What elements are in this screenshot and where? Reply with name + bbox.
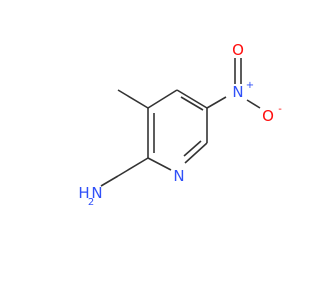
amine-hydrogen-count: 2 bbox=[88, 197, 94, 208]
bond-c4-c5-inner bbox=[180, 96, 204, 111]
nitro-oxygen-top-label: O bbox=[232, 41, 244, 59]
nitro-oxygen-right-label: O bbox=[262, 107, 274, 125]
bond-ch2-n bbox=[100, 175, 119, 187]
bond-c6-n1 bbox=[184, 142, 208, 164]
bond-nitro-o-right bbox=[246, 99, 261, 109]
bond-n1-c2 bbox=[147, 157, 172, 171]
ring-nitrogen-label: N bbox=[173, 167, 184, 185]
molecule-structure: N N + O O - N H 2 bbox=[78, 41, 282, 208]
atom-labels: N N + O O - N H 2 bbox=[78, 41, 282, 208]
nitro-oxygen-right-charge: - bbox=[278, 104, 282, 115]
bond-c6-n1-inner bbox=[183, 140, 202, 157]
molecule-canvas: N N + O O - N H 2 bbox=[78, 41, 282, 208]
nitro-nitrogen-charge: + bbox=[246, 80, 254, 91]
bond-c5-nitro bbox=[206, 96, 227, 109]
bond-methyl bbox=[117, 89, 149, 109]
bond-c4-c5 bbox=[176, 89, 208, 109]
bonds bbox=[100, 58, 261, 187]
bond-c2-ch2 bbox=[117, 157, 149, 177]
bond-c3-c4 bbox=[147, 89, 178, 109]
amine-hydrogen-label: H bbox=[78, 184, 89, 202]
amine-nitrogen-label: N bbox=[91, 184, 102, 202]
nitro-nitrogen-label: N bbox=[232, 83, 243, 101]
